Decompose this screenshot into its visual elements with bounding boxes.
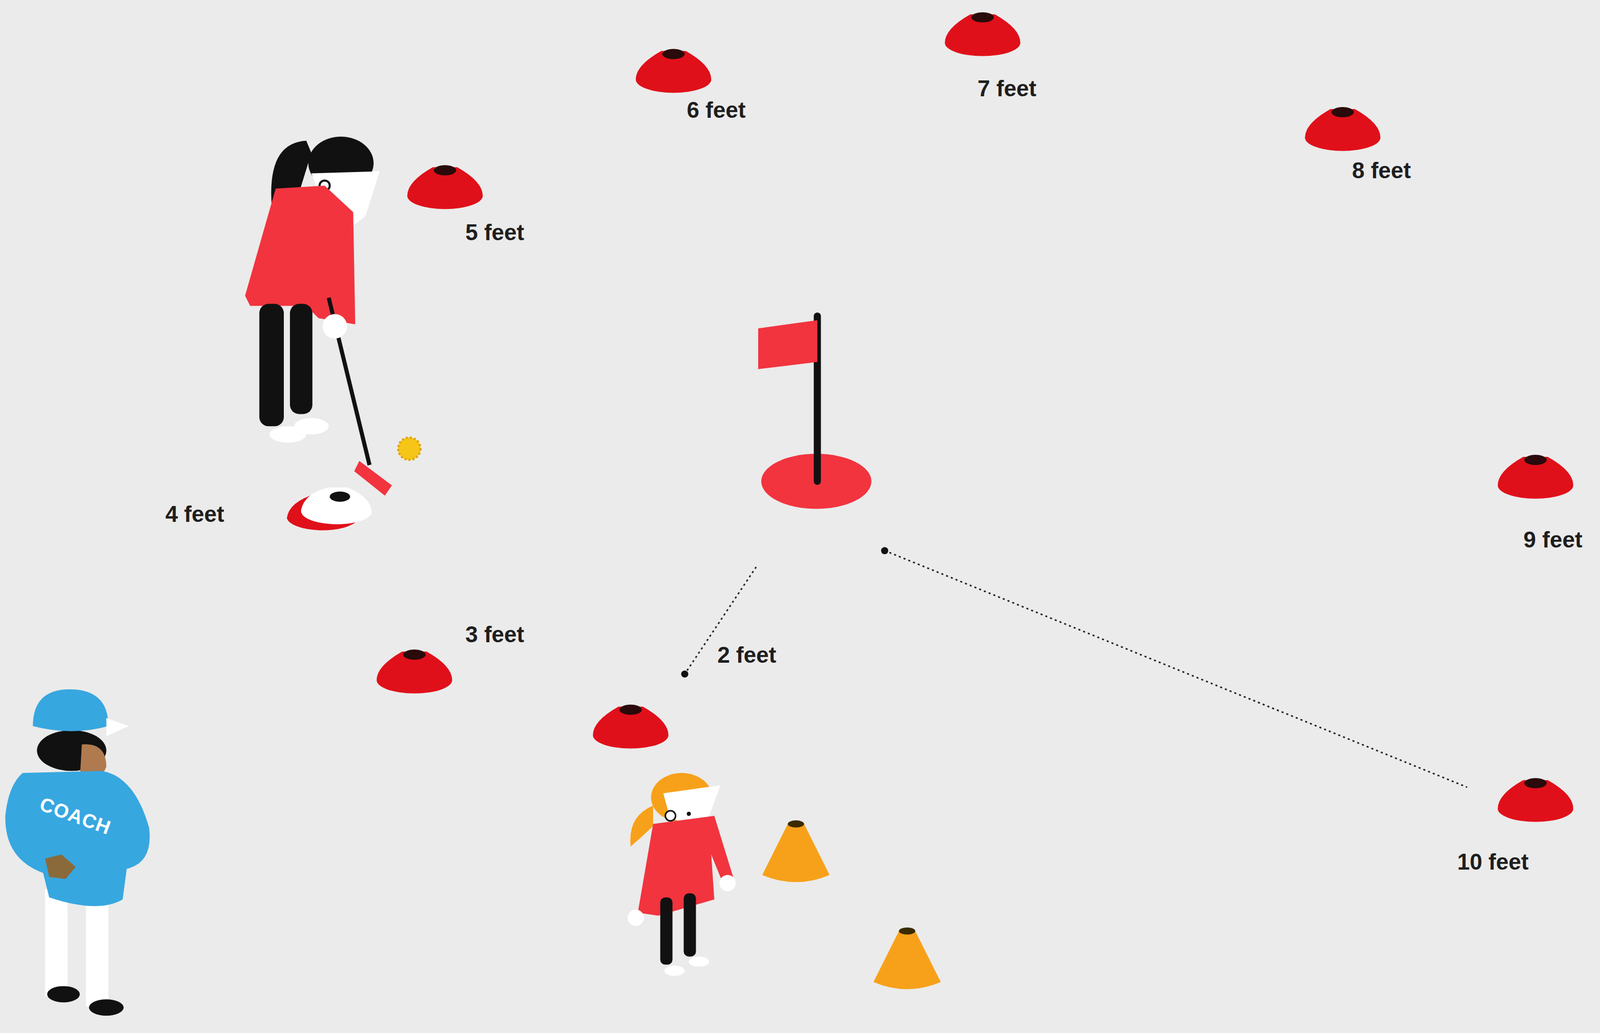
- distance-label: 3 feet: [465, 623, 525, 647]
- hole-flag: [758, 316, 872, 509]
- distance-label: 7 feet: [977, 77, 1037, 100]
- marker-cones: [376, 12, 1574, 823]
- child-figure: [627, 773, 736, 976]
- distance-label: 9 feet: [1523, 528, 1583, 552]
- distance-lines: [684, 550, 1468, 788]
- stacked-cone: [286, 487, 372, 531]
- distance-label: 5 feet: [465, 221, 525, 244]
- golfer-figure: [244, 136, 421, 496]
- orange-cones: [762, 820, 941, 990]
- distance-label: 8 feet: [1352, 159, 1411, 182]
- coach-figure: [5, 689, 150, 1016]
- distance-label: 4 feet: [165, 503, 225, 526]
- distance-label: 6 feet: [686, 98, 746, 122]
- line-dot: [681, 670, 689, 678]
- distance-label: 10 feet: [1457, 850, 1529, 874]
- line-dot: [881, 547, 889, 555]
- distance-label: 2 feet: [717, 643, 777, 667]
